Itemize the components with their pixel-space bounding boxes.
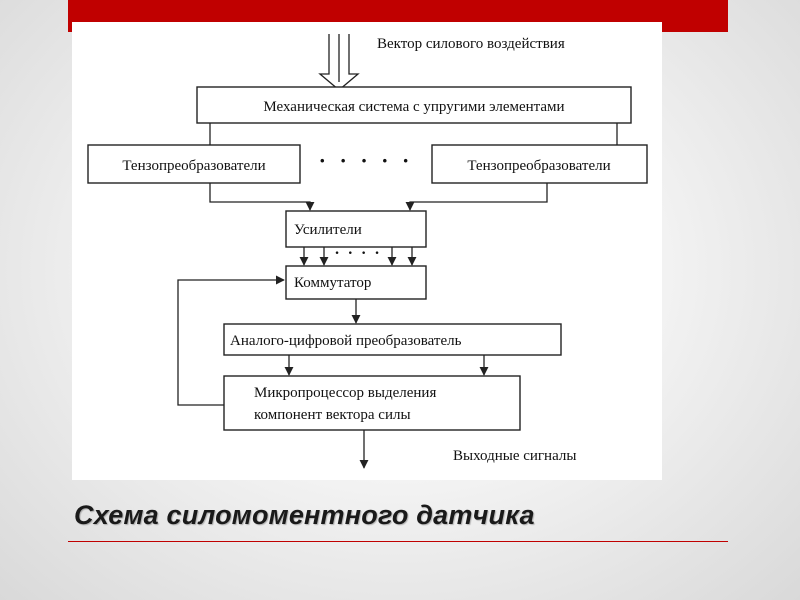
- adc-block: [223, 323, 562, 356]
- mechanical-system-block: [196, 86, 632, 124]
- strain-gauge-block-right: [431, 144, 648, 184]
- mechanical-system-label: Механическая система с упругими элемента…: [263, 99, 564, 115]
- strain-gauge-block-left: [87, 144, 301, 184]
- amplifiers-label: Усилители: [294, 222, 362, 238]
- microprocessor-block: [223, 375, 521, 431]
- microprocessor-label-line1: Микропроцессор выделения: [254, 385, 436, 401]
- input-force-arrow: [318, 34, 360, 91]
- strain-gauge-label-left: Тензопреобразователи: [122, 158, 265, 174]
- title-underline: [68, 541, 728, 542]
- microprocessor-label-line2: компонент вектора силы: [254, 407, 411, 423]
- multiplexer-block: [285, 265, 427, 300]
- feedback-line: [177, 275, 285, 406]
- diagram-panel: Вектор силового воздействия Механическая…: [72, 22, 662, 480]
- amplifier-ellipsis: · · · ·: [334, 245, 381, 262]
- output-label: Выходные сигналы: [453, 448, 576, 464]
- block-diagram: Вектор силового воздействия Механическая…: [87, 34, 648, 469]
- gauge-ellipsis: · · · · ·: [319, 148, 414, 173]
- strain-gauge-label-right: Тензопреобразователи: [467, 158, 610, 174]
- input-label: Вектор силового воздействия: [377, 36, 565, 52]
- multiplexer-label: Коммутатор: [294, 275, 371, 291]
- slide-title: Схема силомоментного датчика: [74, 500, 535, 530]
- amplifiers-block: [285, 210, 427, 248]
- adc-label: Аналого-цифровой преобразователь: [230, 333, 462, 349]
